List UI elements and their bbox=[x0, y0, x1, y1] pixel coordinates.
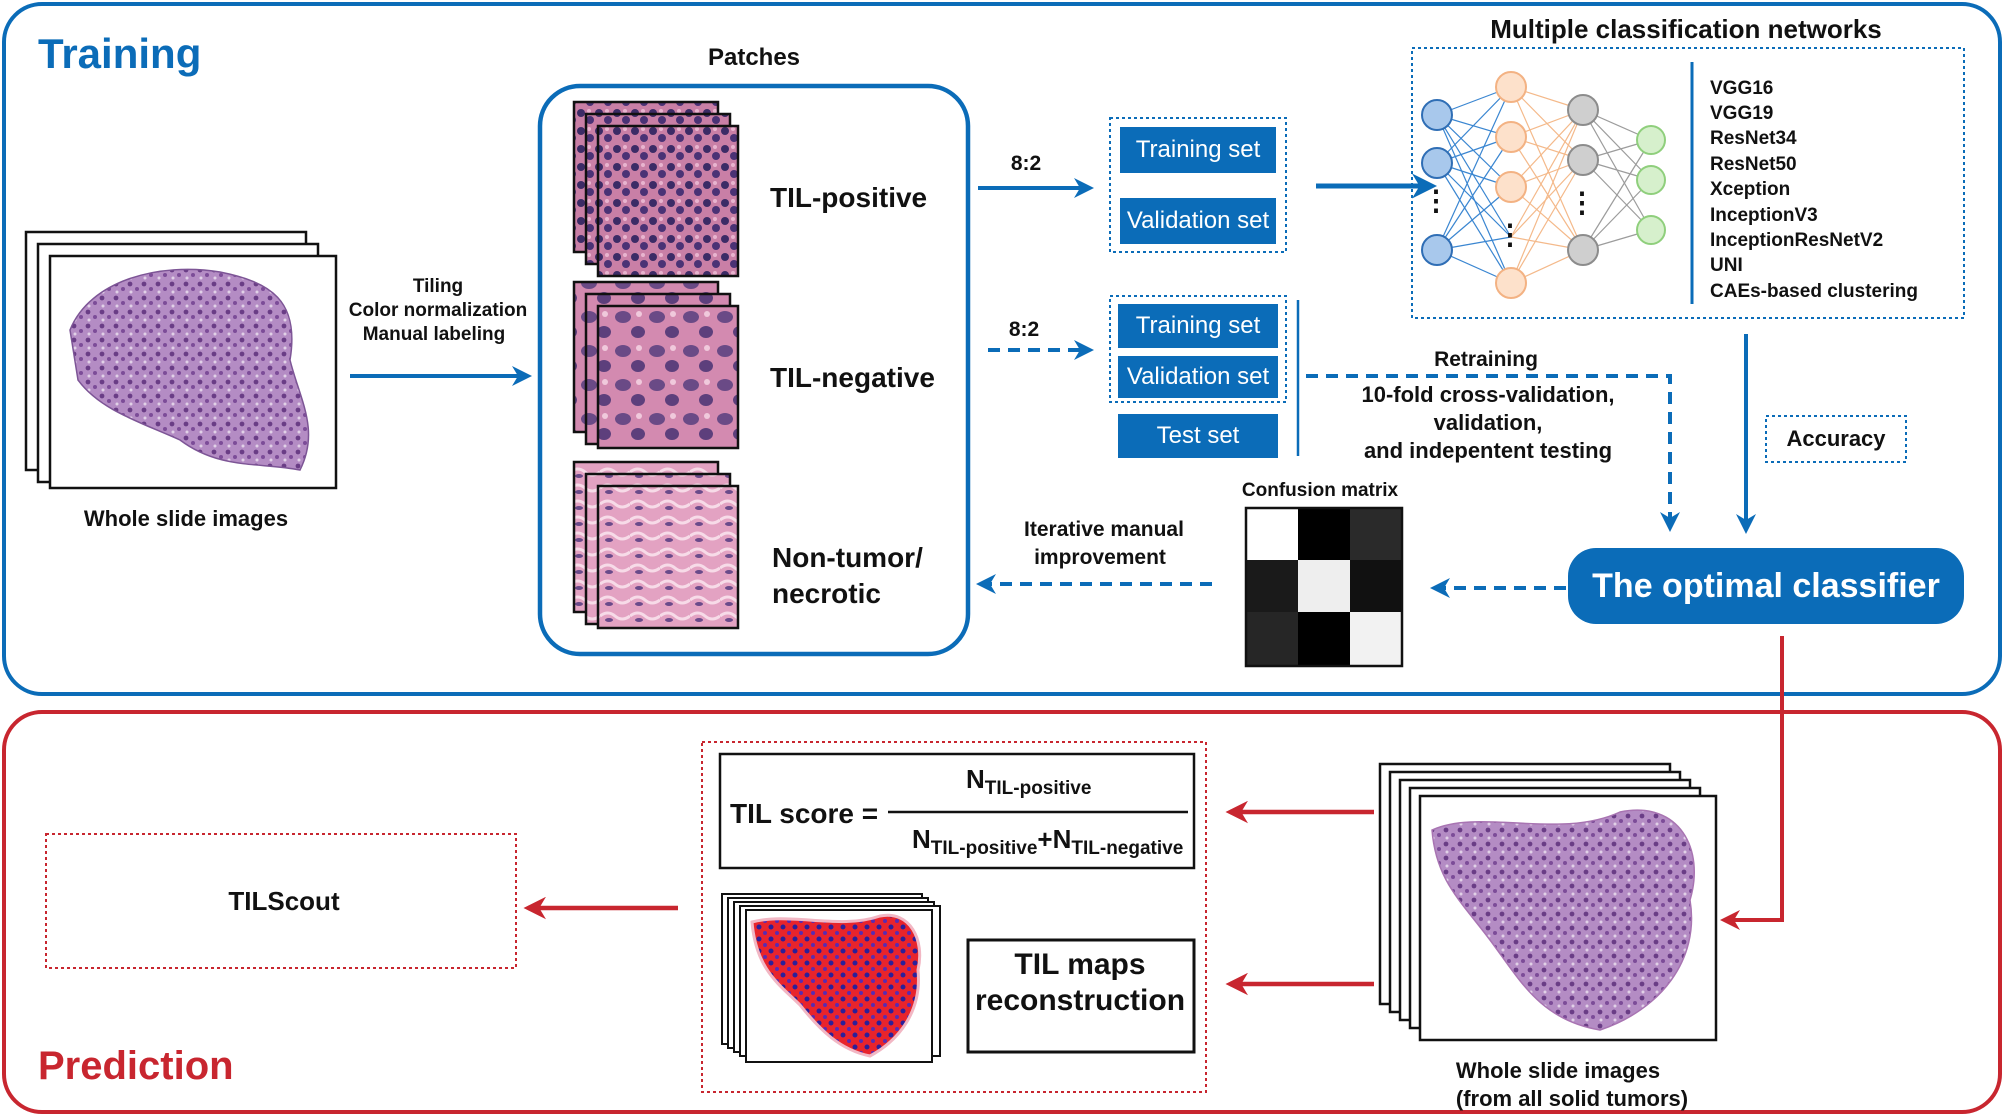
confusion-matrix-title: Confusion matrix bbox=[1241, 480, 1399, 501]
patches-title: Patches bbox=[707, 44, 801, 71]
retraining-line-3: validation, bbox=[1433, 410, 1543, 435]
top-validation-set: Validation set bbox=[1120, 198, 1276, 244]
outputs-frame bbox=[701, 741, 1207, 1093]
optimal-classifier: The optimal classifier bbox=[1568, 548, 1964, 624]
class-til-negative: TIL-negative bbox=[770, 362, 935, 393]
til-maps-box bbox=[966, 938, 1196, 1054]
prediction-wsi-stack bbox=[1378, 762, 1718, 1042]
preprocess-step-2: Color normalization bbox=[348, 300, 528, 321]
prediction-panel bbox=[2, 710, 2002, 1114]
network-xception: Xception bbox=[1710, 179, 1791, 200]
preprocess-step-3: Manual labeling bbox=[362, 324, 506, 345]
input-ellipsis: ⋮ bbox=[1422, 185, 1450, 216]
tilscout-label: TILScout bbox=[228, 886, 340, 916]
top-training-set: Training set bbox=[1120, 127, 1276, 173]
til-score-numerator: NTIL-positive bbox=[966, 764, 1092, 799]
training-wsi-stack bbox=[24, 230, 338, 490]
retraining-line-2: 10-fold cross-validation, bbox=[1361, 382, 1615, 407]
training-panel bbox=[2, 2, 2002, 696]
til-map-stack bbox=[721, 893, 941, 1063]
network-vgg16: VGG16 bbox=[1710, 78, 1774, 99]
bottom-sets-frame bbox=[1109, 295, 1287, 403]
retraining-line-4: and indepentent testing bbox=[1363, 438, 1613, 463]
retraining-line-1: Retraining bbox=[1434, 348, 1538, 371]
training-title: Training bbox=[38, 30, 202, 77]
network-resnet34: ResNet34 bbox=[1710, 128, 1797, 149]
hidden2-ellipsis: ⋮ bbox=[1568, 187, 1596, 218]
split-ratio-bottom: 8:2 bbox=[1008, 318, 1040, 341]
network-resnet50: ResNet50 bbox=[1710, 154, 1797, 175]
accuracy-frame bbox=[1765, 415, 1907, 463]
network-cae-clustering: CAEs-based clustering bbox=[1710, 281, 1918, 302]
tilscout-frame bbox=[45, 833, 517, 969]
patches-box bbox=[537, 83, 971, 657]
hidden1-ellipsis: ⋮ bbox=[1496, 219, 1524, 250]
network-uni: UNI bbox=[1710, 255, 1743, 276]
networks-frame bbox=[1411, 47, 1965, 319]
network-vgg19: VGG19 bbox=[1710, 103, 1774, 124]
prediction-wsi-line-2: (from all solid tumors) bbox=[1455, 1086, 1689, 1111]
prediction-wsi-line-1: Whole slide images bbox=[1455, 1058, 1661, 1083]
iterative-line-1: Iterative manual bbox=[1024, 518, 1184, 541]
split-ratio-top: 8:2 bbox=[1010, 152, 1042, 175]
til-maps-line-1: TIL maps bbox=[1014, 948, 1146, 981]
til-positive-patch-stack bbox=[572, 100, 740, 278]
neural-network-nodes bbox=[1421, 71, 1666, 299]
bottom-test-set: Test set bbox=[1118, 414, 1278, 458]
training-wsi-label: Whole slide images bbox=[83, 506, 289, 531]
iterative-line-2: improvement bbox=[1034, 546, 1166, 569]
networks-title: Multiple classification networks bbox=[1490, 14, 1882, 44]
til-maps-line-2: reconstruction bbox=[974, 984, 1186, 1017]
accuracy-label: Accuracy bbox=[1786, 426, 1886, 451]
network-inceptionv3: InceptionV3 bbox=[1710, 205, 1818, 226]
class-necrotic: necrotic bbox=[772, 578, 881, 609]
top-sets-frame bbox=[1109, 117, 1287, 253]
class-til-positive: TIL-positive bbox=[770, 182, 928, 213]
preprocess-step-1: Tiling bbox=[412, 276, 464, 297]
neural-network-edges bbox=[1436, 86, 1652, 284]
class-non-tumor: Non-tumor/ bbox=[772, 542, 923, 573]
confusion-matrix bbox=[1244, 506, 1404, 668]
network-inceptionresnetv2: InceptionResNetV2 bbox=[1710, 230, 1884, 251]
prediction-title: Prediction bbox=[38, 1044, 234, 1088]
bottom-validation-set: Validation set bbox=[1118, 356, 1278, 398]
non-tumor-patch-stack bbox=[572, 460, 740, 630]
til-negative-patch-stack bbox=[572, 280, 740, 450]
til-score-lhs: TIL score = bbox=[730, 798, 879, 829]
bottom-training-set: Training set bbox=[1118, 304, 1278, 348]
til-score-denominator: NTIL-positive+NTIL-negative bbox=[912, 824, 1184, 859]
